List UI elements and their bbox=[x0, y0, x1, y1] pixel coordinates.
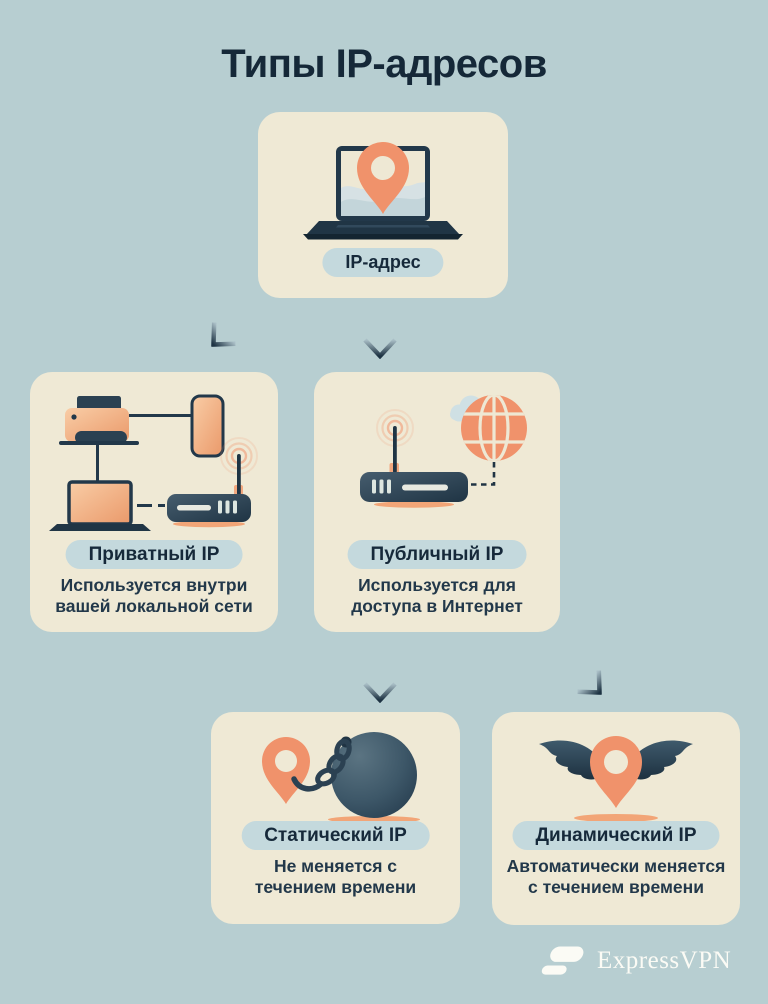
local-network-devices-icon bbox=[49, 394, 258, 531]
arrow-ip-to-public bbox=[363, 303, 397, 359]
expressvpn-mark-icon bbox=[541, 946, 584, 975]
router-with-internet-globe-icon bbox=[360, 395, 527, 508]
private-ip-description: Используется внутри вашей локальной сети bbox=[55, 575, 253, 616]
dynamic-ip-label: Динамический IP bbox=[512, 821, 720, 850]
dynamic-ip-description: Автоматически меняется с течением времен… bbox=[506, 856, 726, 897]
location-pin-ball-and-chain-icon bbox=[262, 732, 420, 823]
card-private-ip: Приватный IP Используется внутри вашей л… bbox=[30, 372, 278, 632]
card-static-ip: Статический IP Не меняется с течением вр… bbox=[211, 712, 460, 924]
static-ip-description: Не меняется с течением времени bbox=[254, 856, 417, 897]
card-ip-address: IP-адрес bbox=[258, 112, 508, 298]
ip-address-label: IP-адрес bbox=[322, 248, 444, 277]
private-ip-label: Приватный IP bbox=[65, 540, 243, 569]
page-title: Типы IP-адресов bbox=[221, 42, 547, 86]
expressvpn-wordmark: ExpressVPN bbox=[597, 947, 732, 974]
arrow-public-to-static bbox=[363, 647, 397, 703]
card-public-ip: Публичный IP Используется для доступа в … bbox=[314, 372, 560, 632]
winged-location-pin-icon bbox=[539, 736, 693, 822]
arrow-ip-to-private bbox=[211, 298, 260, 347]
public-ip-label: Публичный IP bbox=[347, 540, 527, 569]
laptop-with-location-pin-icon bbox=[303, 142, 463, 240]
card-dynamic-ip: Динамический IP Автоматически меняется с… bbox=[492, 712, 740, 925]
static-ip-label: Статический IP bbox=[241, 821, 430, 850]
expressvpn-logo: ExpressVPN bbox=[538, 941, 731, 981]
arrow-public-to-dynamic bbox=[553, 646, 602, 695]
public-ip-description: Используется для доступа в Интернет bbox=[351, 575, 523, 616]
